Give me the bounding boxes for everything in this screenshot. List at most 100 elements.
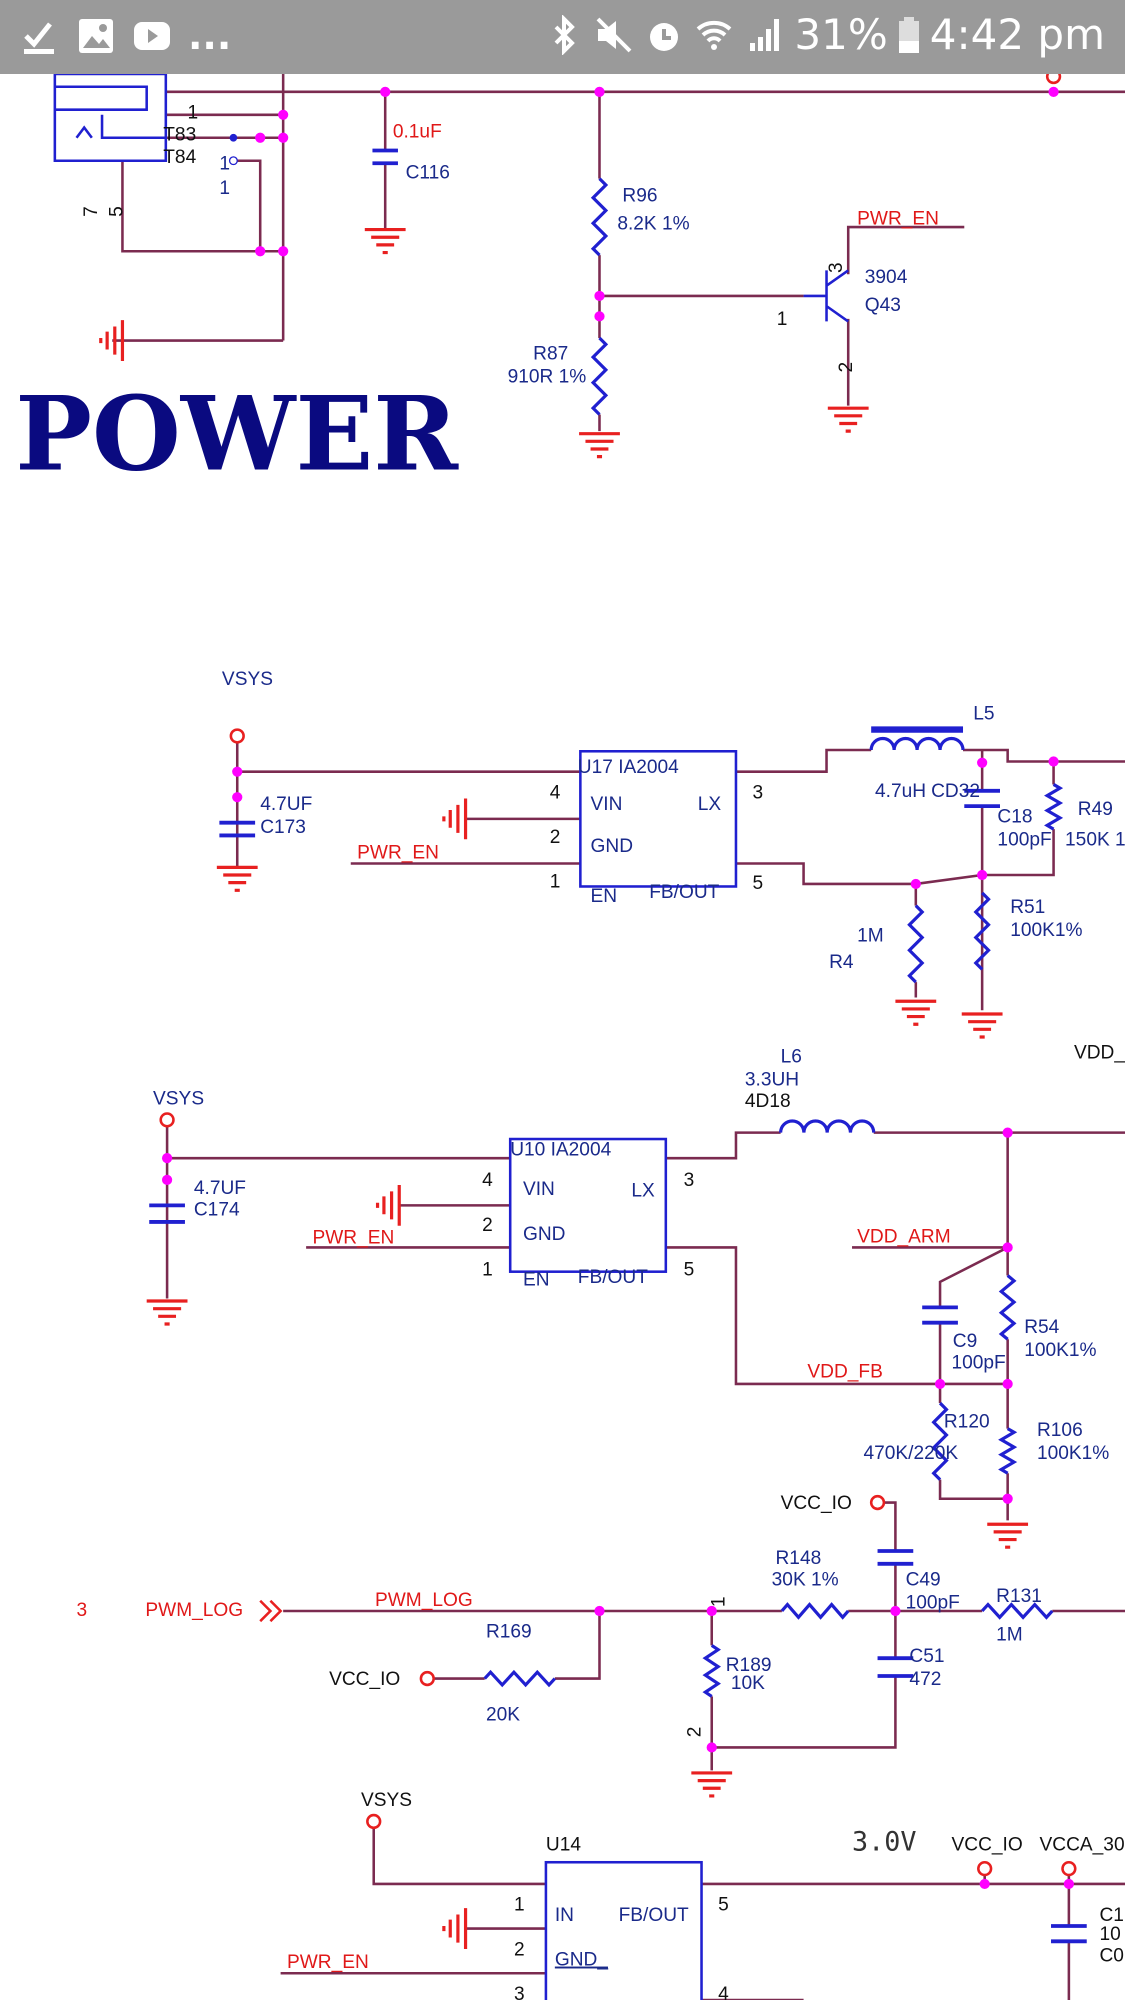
mute-icon xyxy=(596,17,632,52)
resistor-symbol xyxy=(702,1644,721,1698)
ground-icon xyxy=(442,1908,468,1949)
r54-value: 100K1% xyxy=(1024,1340,1096,1361)
c116-ref: C116 xyxy=(406,163,450,184)
l6-value: 3.3UH xyxy=(745,1069,799,1090)
u17-name: U17 IA2004 xyxy=(578,757,679,778)
r96-ref: R96 xyxy=(622,186,657,207)
port-pwm-log[interactable]: PWM_LOG xyxy=(145,1600,243,1621)
wifi-icon xyxy=(697,20,732,50)
l6-ref: L6 xyxy=(781,1047,802,1068)
u17-labels: VSYS 4.7UF C173 U17 IA2004 VIN LX GND EN… xyxy=(222,669,1125,1064)
net-vcc-io: VCC_IO xyxy=(781,1493,852,1514)
net-vdd: VDD_ xyxy=(1074,1043,1125,1064)
net-pwr-en: PWR_EN xyxy=(857,208,939,229)
ground-icon xyxy=(364,227,406,255)
r189-value: 10K xyxy=(731,1673,765,1694)
junction-dot xyxy=(594,1605,605,1617)
pin-number: 2 xyxy=(482,1215,493,1236)
capacitor-symbol xyxy=(922,1305,958,1325)
bluetooth-icon xyxy=(554,14,576,55)
c116-value: 0.1uF xyxy=(393,122,442,143)
net-vsys: VSYS xyxy=(361,1790,412,1811)
l5-value: 4.7uH xyxy=(875,781,926,802)
r169-ref: R169 xyxy=(486,1622,532,1643)
net-vsys: VSYS xyxy=(153,1089,204,1110)
c18-ref: C18 xyxy=(997,807,1032,828)
download-done-icon xyxy=(24,22,54,54)
pin-label: 1 xyxy=(777,309,788,330)
c1-value: 10 xyxy=(1099,1924,1120,1945)
junction-dot xyxy=(977,869,988,881)
c1-ref: C1 xyxy=(1099,1905,1123,1926)
r51-value: 100K1% xyxy=(1010,920,1082,941)
status-bar: ... 31% 4:42 pm xyxy=(0,0,1125,74)
ground-icon xyxy=(579,432,620,459)
port-arrow-icon xyxy=(259,1599,283,1623)
junction-dot xyxy=(255,132,266,143)
pin-number: 2 xyxy=(550,827,561,848)
pin-fb-out: FB/OUT xyxy=(578,1267,648,1288)
r148-value: 30K 1% xyxy=(772,1569,839,1590)
terminal-icon xyxy=(159,1112,175,1128)
resistor-symbol xyxy=(907,904,925,984)
junction-dot xyxy=(232,766,243,777)
r169-value: 20K xyxy=(486,1705,520,1726)
net-vcc-io: VCC_IO xyxy=(952,1835,1023,1856)
ground-icon xyxy=(961,1012,1003,1039)
ground-icon xyxy=(442,798,468,840)
c9-ref: C9 xyxy=(953,1331,977,1352)
c173-ref: C173 xyxy=(260,817,306,838)
youtube-icon xyxy=(134,22,170,50)
resistor-symbol xyxy=(483,1669,557,1688)
junction-dot xyxy=(934,1378,946,1390)
r51-ref: R51 xyxy=(1010,897,1045,918)
ground-icon xyxy=(895,999,937,1026)
junction-dot xyxy=(979,1878,990,1890)
net-vcc-io: VCC_IO xyxy=(329,1669,400,1690)
r87-ref: R87 xyxy=(533,344,568,365)
r148-ref: R148 xyxy=(776,1548,822,1569)
resistor-symbol xyxy=(1044,783,1064,831)
pin-fb-out: FB/OUT xyxy=(619,1905,689,1926)
pin-gnd: GND xyxy=(591,836,634,857)
pin-number: 2 xyxy=(514,1939,525,1960)
u10-labels: L6 3.3UH 4D18 VSYS 4.7UF C174 U10 IA2004… xyxy=(153,1047,1109,1465)
battery-percent: 31% xyxy=(794,10,888,59)
inductor-symbol xyxy=(779,1119,876,1133)
r120-ref: R120 xyxy=(944,1411,990,1432)
u10-name: U10 IA2004 xyxy=(510,1140,611,1161)
junction-dot xyxy=(232,792,243,803)
pin-number: 5 xyxy=(718,1895,729,1916)
pin-label: T84 xyxy=(163,147,196,168)
net-pwm-log: PWM_LOG xyxy=(375,1590,473,1611)
pin-in: IN xyxy=(555,1905,574,1926)
terminal-icon xyxy=(366,1813,382,1830)
top-labels: 1 T83 T84 1 1 7 5 0.1uF C116 R96 8.2K 1%… xyxy=(81,103,939,388)
resistor-symbol xyxy=(780,1602,850,1620)
pin-en: EN xyxy=(523,1270,550,1291)
capacitor-symbol xyxy=(372,148,398,166)
resistor-symbol xyxy=(590,336,609,416)
c51-ref: C51 xyxy=(909,1646,944,1667)
pin-number: 5 xyxy=(753,873,764,894)
ground-icon xyxy=(827,406,869,433)
ground-icon xyxy=(987,1522,1029,1549)
battery-icon xyxy=(898,16,919,53)
image-icon xyxy=(79,19,113,53)
clock: 4:42 pm xyxy=(929,10,1105,59)
pin-label: 1 xyxy=(188,103,199,124)
c174-ref: C174 xyxy=(194,1200,240,1221)
pin-number: 1 xyxy=(550,872,561,893)
ground-icon xyxy=(99,320,125,361)
q43-ref: Q43 xyxy=(865,295,901,316)
c51-value: 472 xyxy=(909,1669,941,1690)
resistor-symbol xyxy=(973,891,991,971)
junction-dot xyxy=(1002,1242,1013,1253)
net-pwr-en: PWR_EN xyxy=(313,1228,395,1249)
c49-value: 100pF xyxy=(906,1592,960,1613)
r106-value: 100K1% xyxy=(1037,1443,1109,1464)
net-vcca-30: VCCA_30 xyxy=(1040,1835,1125,1856)
power-title: POWER xyxy=(15,374,459,494)
pin-label: 7 xyxy=(81,206,102,217)
